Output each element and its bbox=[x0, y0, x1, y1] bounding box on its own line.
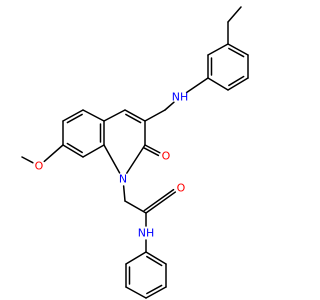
bond-upper-ring-2 bbox=[227, 77, 249, 91]
molecule-structure: NH N O O O NH bbox=[21, 6, 249, 299]
bond-ring-nh bbox=[185, 77, 209, 94]
bond-camide-o bbox=[145, 191, 177, 214]
bond-upper-ring-double-0 bbox=[228, 47, 245, 58]
bond-layer bbox=[21, 6, 249, 299]
bond-c5-c6 bbox=[62, 109, 84, 122]
bond-c4-c4a bbox=[103, 109, 126, 122]
bond-c7-o bbox=[43, 144, 64, 163]
bond-lower-ring-2 bbox=[145, 286, 167, 299]
bond-o-ch3 bbox=[21, 156, 34, 164]
bond-lower-ring-0 bbox=[145, 251, 167, 265]
bond-lower-ring-3 bbox=[125, 286, 147, 299]
bond-ch2-c3 bbox=[144, 109, 166, 122]
bond-c8a-n1 bbox=[103, 144, 121, 174]
atom-label-o-amide: O bbox=[177, 182, 186, 195]
bond-upper-ring-double-2 bbox=[228, 75, 245, 87]
bond-c5-c6-double bbox=[66, 113, 83, 124]
bond-ch2-camide bbox=[124, 200, 147, 214]
bond-n1-ch2 bbox=[122, 185, 126, 202]
bond-ethyl-ch3 bbox=[227, 6, 242, 23]
bond-n1-c2 bbox=[126, 144, 146, 174]
bond-lower-ring-double-2 bbox=[146, 284, 163, 295]
bond-c8-c8a bbox=[82, 144, 105, 158]
bond-upper-ring-0 bbox=[227, 43, 249, 56]
bond-upper-ring-3 bbox=[207, 77, 229, 91]
bond-c2-o-double bbox=[142, 146, 160, 157]
bond-c3-c4-double bbox=[125, 113, 142, 124]
atom-label-nh-amide: NH bbox=[138, 227, 155, 240]
bond-c7-c8 bbox=[62, 144, 84, 158]
atom-label-nh-amine: NH bbox=[172, 91, 189, 104]
atom-label-o-lactam: O bbox=[162, 150, 171, 163]
bond-lower-ring-double-0 bbox=[146, 255, 163, 267]
bond-camide-o-double bbox=[143, 188, 175, 212]
bond-c2-o bbox=[144, 144, 161, 154]
atom-label-n-ring: N bbox=[119, 173, 127, 186]
bond-upper-ring-5 bbox=[207, 43, 229, 56]
bond-lower-ring-5 bbox=[125, 251, 147, 265]
bond-c7-c8-double bbox=[66, 142, 83, 154]
bond-nh-ch2 bbox=[164, 101, 175, 111]
bond-c3-c4 bbox=[124, 109, 146, 122]
atom-label-layer: NH N O O O NH bbox=[35, 91, 189, 240]
atom-label-o-methoxy: O bbox=[35, 160, 44, 173]
bond-c4a-c5 bbox=[82, 109, 105, 122]
